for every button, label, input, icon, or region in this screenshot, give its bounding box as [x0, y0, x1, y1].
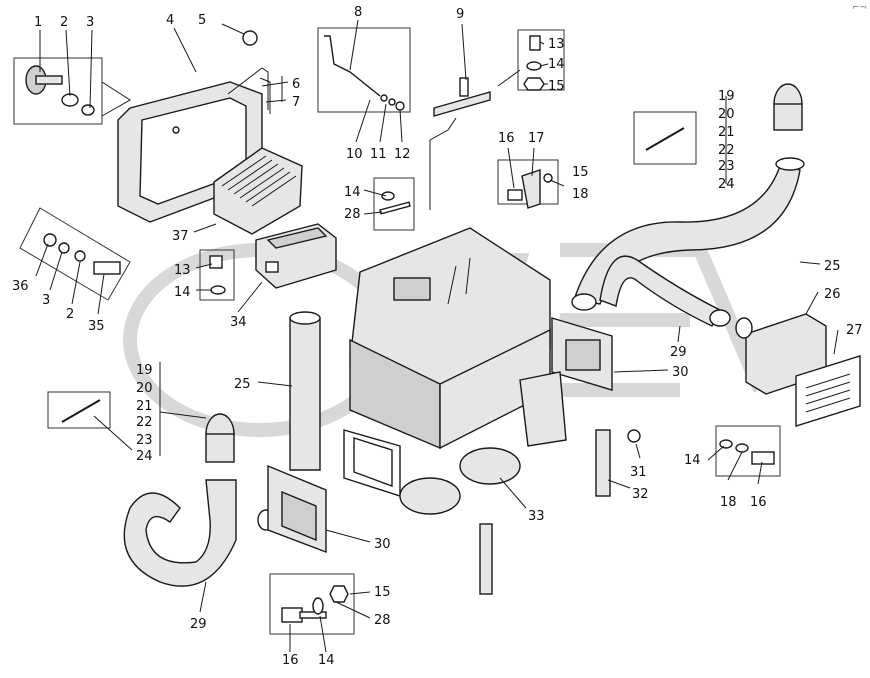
callout-10: 10	[346, 147, 363, 162]
callout-14c: 14	[174, 285, 191, 300]
callout-28: 28	[344, 207, 361, 222]
flange-left	[267, 464, 327, 554]
callout-20: 20	[718, 107, 735, 122]
callout-15: 15	[548, 79, 565, 94]
callout-1: 1	[34, 15, 42, 30]
callout-21: 21	[718, 125, 735, 140]
callout-9: 9	[456, 7, 464, 22]
callout-19: 19	[718, 89, 735, 104]
pipe-vertical	[289, 311, 321, 471]
callout-32: 32	[632, 487, 649, 502]
callout-16c: 16	[282, 653, 299, 668]
callout-13: 13	[548, 37, 565, 52]
callout-30a: 30	[672, 365, 689, 380]
callout-labels: 1 2 3 4 5 6 7 8 9 10 11 12 13 14 15 16 1…	[12, 5, 863, 668]
heater-body	[343, 227, 551, 515]
fasteners-left	[43, 191, 411, 295]
callout-25a: 25	[234, 377, 251, 392]
callout-19b: 19	[136, 363, 153, 378]
callout-2: 2	[60, 15, 68, 30]
duct-part	[735, 313, 861, 427]
callout-33: 33	[528, 509, 545, 524]
hose-25	[571, 83, 805, 311]
screws	[61, 127, 685, 423]
callout-34: 34	[230, 315, 247, 330]
pipes-lower	[479, 429, 641, 595]
corner-mark: ⌐¬	[852, 3, 867, 13]
leader-lines	[35, 19, 839, 653]
outlet-part	[255, 223, 337, 289]
callout-11: 11	[370, 147, 387, 162]
hose-29-left	[123, 413, 275, 587]
callout-15c: 15	[374, 585, 391, 600]
callout-3b: 3	[42, 293, 50, 308]
callout-24b: 24	[136, 449, 153, 464]
fasteners-right	[719, 439, 775, 465]
callout-35: 35	[88, 319, 105, 334]
callout-7: 7	[292, 95, 300, 110]
wire-part	[324, 35, 405, 111]
callout-37: 37	[172, 229, 189, 244]
callout-36: 36	[12, 279, 29, 294]
bracket-part	[429, 77, 491, 210]
callout-28b: 28	[374, 613, 391, 628]
callout-14d: 14	[684, 453, 701, 468]
fasteners-top	[523, 35, 545, 91]
callout-31: 31	[630, 465, 647, 480]
callout-26: 26	[824, 287, 841, 302]
callout-4: 4	[166, 13, 174, 28]
callout-13b: 13	[174, 263, 191, 278]
callout-17: 17	[528, 131, 545, 146]
callout-22: 22	[718, 143, 735, 158]
callout-14: 14	[548, 57, 565, 72]
callout-23b: 23	[136, 433, 153, 448]
callout-27: 27	[846, 323, 863, 338]
callout-22b: 22	[136, 415, 153, 430]
callout-16b: 16	[750, 495, 767, 510]
detail-boxes	[13, 27, 781, 635]
callout-25b: 25	[824, 259, 841, 274]
callout-21b: 21	[136, 399, 153, 414]
callout-6: 6	[292, 77, 300, 92]
callout-15b: 15	[572, 165, 589, 180]
callout-18b: 18	[720, 495, 737, 510]
callout-29a: 29	[670, 345, 687, 360]
callout-12: 12	[394, 147, 411, 162]
callout-2b: 2	[66, 307, 74, 322]
clamp-part	[507, 169, 553, 209]
callout-16: 16	[498, 131, 515, 146]
callout-3: 3	[86, 15, 94, 30]
callout-24: 24	[718, 177, 735, 192]
filter-part	[213, 147, 303, 235]
flange-right	[519, 317, 613, 447]
group-brackets	[159, 76, 727, 456]
fasteners-bottom	[281, 585, 349, 623]
callout-30b: 30	[374, 537, 391, 552]
hose-29-right	[599, 255, 731, 327]
callout-8: 8	[354, 5, 362, 20]
callout-14e: 14	[318, 653, 335, 668]
callout-23: 23	[718, 159, 735, 174]
callout-29b: 29	[190, 617, 207, 632]
callout-14b: 14	[344, 185, 361, 200]
callout-5: 5	[198, 13, 206, 28]
callout-18: 18	[572, 187, 589, 202]
callout-20b: 20	[136, 381, 153, 396]
knob-part	[25, 65, 95, 116]
